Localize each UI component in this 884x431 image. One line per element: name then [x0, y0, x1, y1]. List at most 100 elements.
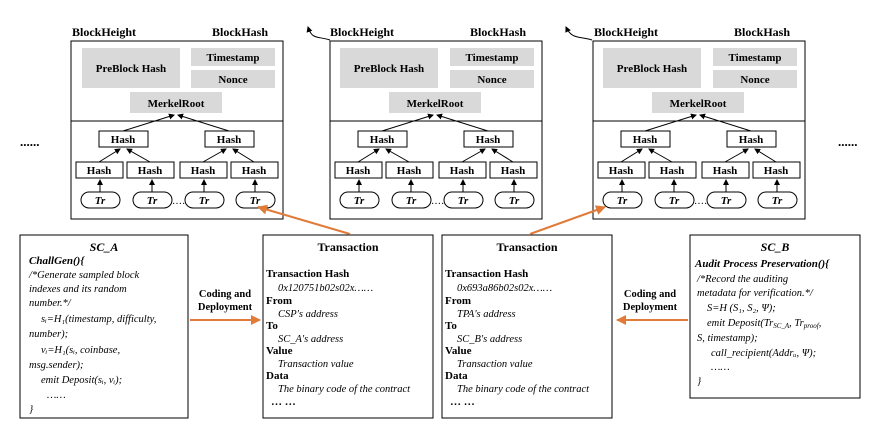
hash-text: Hash: [370, 134, 394, 146]
hash-text: Hash: [217, 134, 241, 146]
nonce-box: [191, 70, 275, 88]
code-line: /*Generate sampled block: [28, 270, 140, 281]
hash-text: Hash: [609, 165, 633, 177]
tr-text: Tr: [669, 195, 680, 207]
coding-label-right-line1: Coding and: [624, 289, 676, 300]
code-line: indexes and its random: [29, 284, 127, 295]
hash-text: Hash: [111, 134, 135, 146]
hash-box: [463, 130, 514, 148]
hash-text: Hash: [739, 134, 763, 146]
hash-text: Hash: [397, 165, 421, 177]
tr-ellipsis: ……: [694, 196, 714, 207]
tx-to-label: To: [445, 320, 457, 332]
hash-box: [726, 130, 777, 148]
hash-text: Hash: [450, 165, 474, 177]
tr-ellipsis: ……: [172, 196, 192, 207]
block-1: BlockHeight BlockHash PreBlock Hash Time…: [70, 25, 284, 220]
tx-to-label: To: [266, 320, 278, 332]
tr-text: Tr: [147, 195, 158, 207]
nonce-box: [450, 70, 534, 88]
preblock-hash-text: PreBlock Hash: [96, 63, 166, 75]
merkle-root-text: MerkelRoot: [407, 98, 464, 110]
block-height-label: BlockHeight: [594, 25, 658, 39]
hash-text: Hash: [764, 165, 788, 177]
tx-hash-value: 0x693a86b02s02x……: [457, 283, 552, 294]
timestamp-text: Timestamp: [466, 52, 519, 64]
contract-function: ChallGen(){: [29, 255, 85, 267]
code-line: emit Deposit(TrSC_A, Trproof,: [707, 318, 821, 330]
hash-box: [489, 161, 538, 179]
transaction-2: Transaction Transaction Hash 0x693a86b02…: [441, 234, 613, 419]
tr-text: Tr: [406, 195, 417, 207]
preblock-hash-box: [340, 48, 438, 88]
hash-box: [648, 161, 697, 179]
nonce-box: [713, 70, 797, 88]
contract-sc-a: SC_A ChallGen(){ /*Generate sampled bloc…: [19, 234, 189, 419]
tr-text: Tr: [509, 195, 520, 207]
transaction-title: Transaction: [496, 240, 557, 254]
hash-box: [126, 161, 175, 179]
tx-value-value: Transaction value: [278, 359, 354, 370]
hash-text: Hash: [191, 165, 215, 177]
contract-box: [689, 234, 861, 399]
hash-box: [752, 161, 801, 179]
code-line: /*Record the auditing: [696, 274, 788, 285]
block-height-label: BlockHeight: [72, 25, 136, 39]
nonce-text: Nonce: [477, 74, 506, 86]
merkle-root-box: [389, 92, 481, 113]
ellipsis-right: ......: [838, 134, 858, 149]
tx-to-value: SC_A's address: [278, 334, 343, 345]
hash-text: Hash: [633, 134, 657, 146]
contract-box: [19, 234, 189, 419]
timestamp-text: Timestamp: [207, 52, 260, 64]
coding-label-right-line2: Deployment: [623, 302, 678, 313]
hash-text: Hash: [660, 165, 684, 177]
block-height-label: BlockHeight: [330, 25, 394, 39]
code-line: S, timestamp);: [697, 333, 758, 344]
hash-text: Hash: [501, 165, 525, 177]
tx-more: … …: [271, 396, 296, 408]
transaction-title: Transaction: [317, 240, 378, 254]
code-line: sᵢ=H₁(timestamp, difficulty,: [41, 314, 156, 325]
code-line: ……: [47, 390, 66, 401]
code-line: }: [697, 376, 702, 387]
contract-function: Audit Process Preservation(){: [694, 258, 830, 270]
tx-from-label: From: [445, 295, 471, 307]
tx-from-value: TPA's address: [457, 309, 516, 320]
tr-text: Tr: [458, 195, 469, 207]
block-3: BlockHeight BlockHash PreBlock Hash Time…: [592, 25, 806, 220]
tr-ellipsis: ……: [431, 196, 451, 207]
transaction-box: [441, 234, 613, 419]
ellipsis-left: ......: [20, 134, 40, 149]
tx1-to-block1-arrow: [257, 204, 351, 235]
tx-data-value: The binary code of the contract: [278, 384, 411, 395]
hash-text: Hash: [242, 165, 266, 177]
tr-text: Tr: [617, 195, 628, 207]
code-line: number);: [29, 329, 68, 340]
timestamp-box: [191, 48, 275, 66]
preblock-hash-text: PreBlock Hash: [617, 63, 687, 75]
code-line: number.*/: [29, 298, 72, 309]
nonce-text: Nonce: [740, 74, 769, 86]
tx-data-label: Data: [266, 370, 289, 382]
tx-value-label: Value: [266, 345, 293, 357]
tr-text: Tr: [95, 195, 106, 207]
coding-label-line2: Deployment: [198, 302, 253, 313]
tr-text: Tr: [199, 195, 210, 207]
contract-title: SC_A: [90, 240, 119, 254]
timestamp-box: [450, 48, 534, 66]
tx-data-value: The binary code of the contract: [457, 384, 590, 395]
contract-title: SC_B: [761, 240, 790, 254]
code-line: emit Deposit(sᵢ, vᵢ);: [41, 375, 122, 386]
contract-sc-b: SC_B Audit Process Preservation(){ /*Rec…: [689, 234, 861, 399]
nonce-text: Nonce: [218, 74, 247, 86]
preblock-hash-box: [82, 48, 180, 88]
tr-text: Tr: [721, 195, 732, 207]
hash-box: [385, 161, 434, 179]
code-line: }: [29, 404, 34, 415]
hash-text: Hash: [713, 165, 737, 177]
tr-text: Tr: [772, 195, 783, 207]
block-hash-label: BlockHash: [734, 25, 790, 39]
tx-data-label: Data: [445, 370, 468, 382]
